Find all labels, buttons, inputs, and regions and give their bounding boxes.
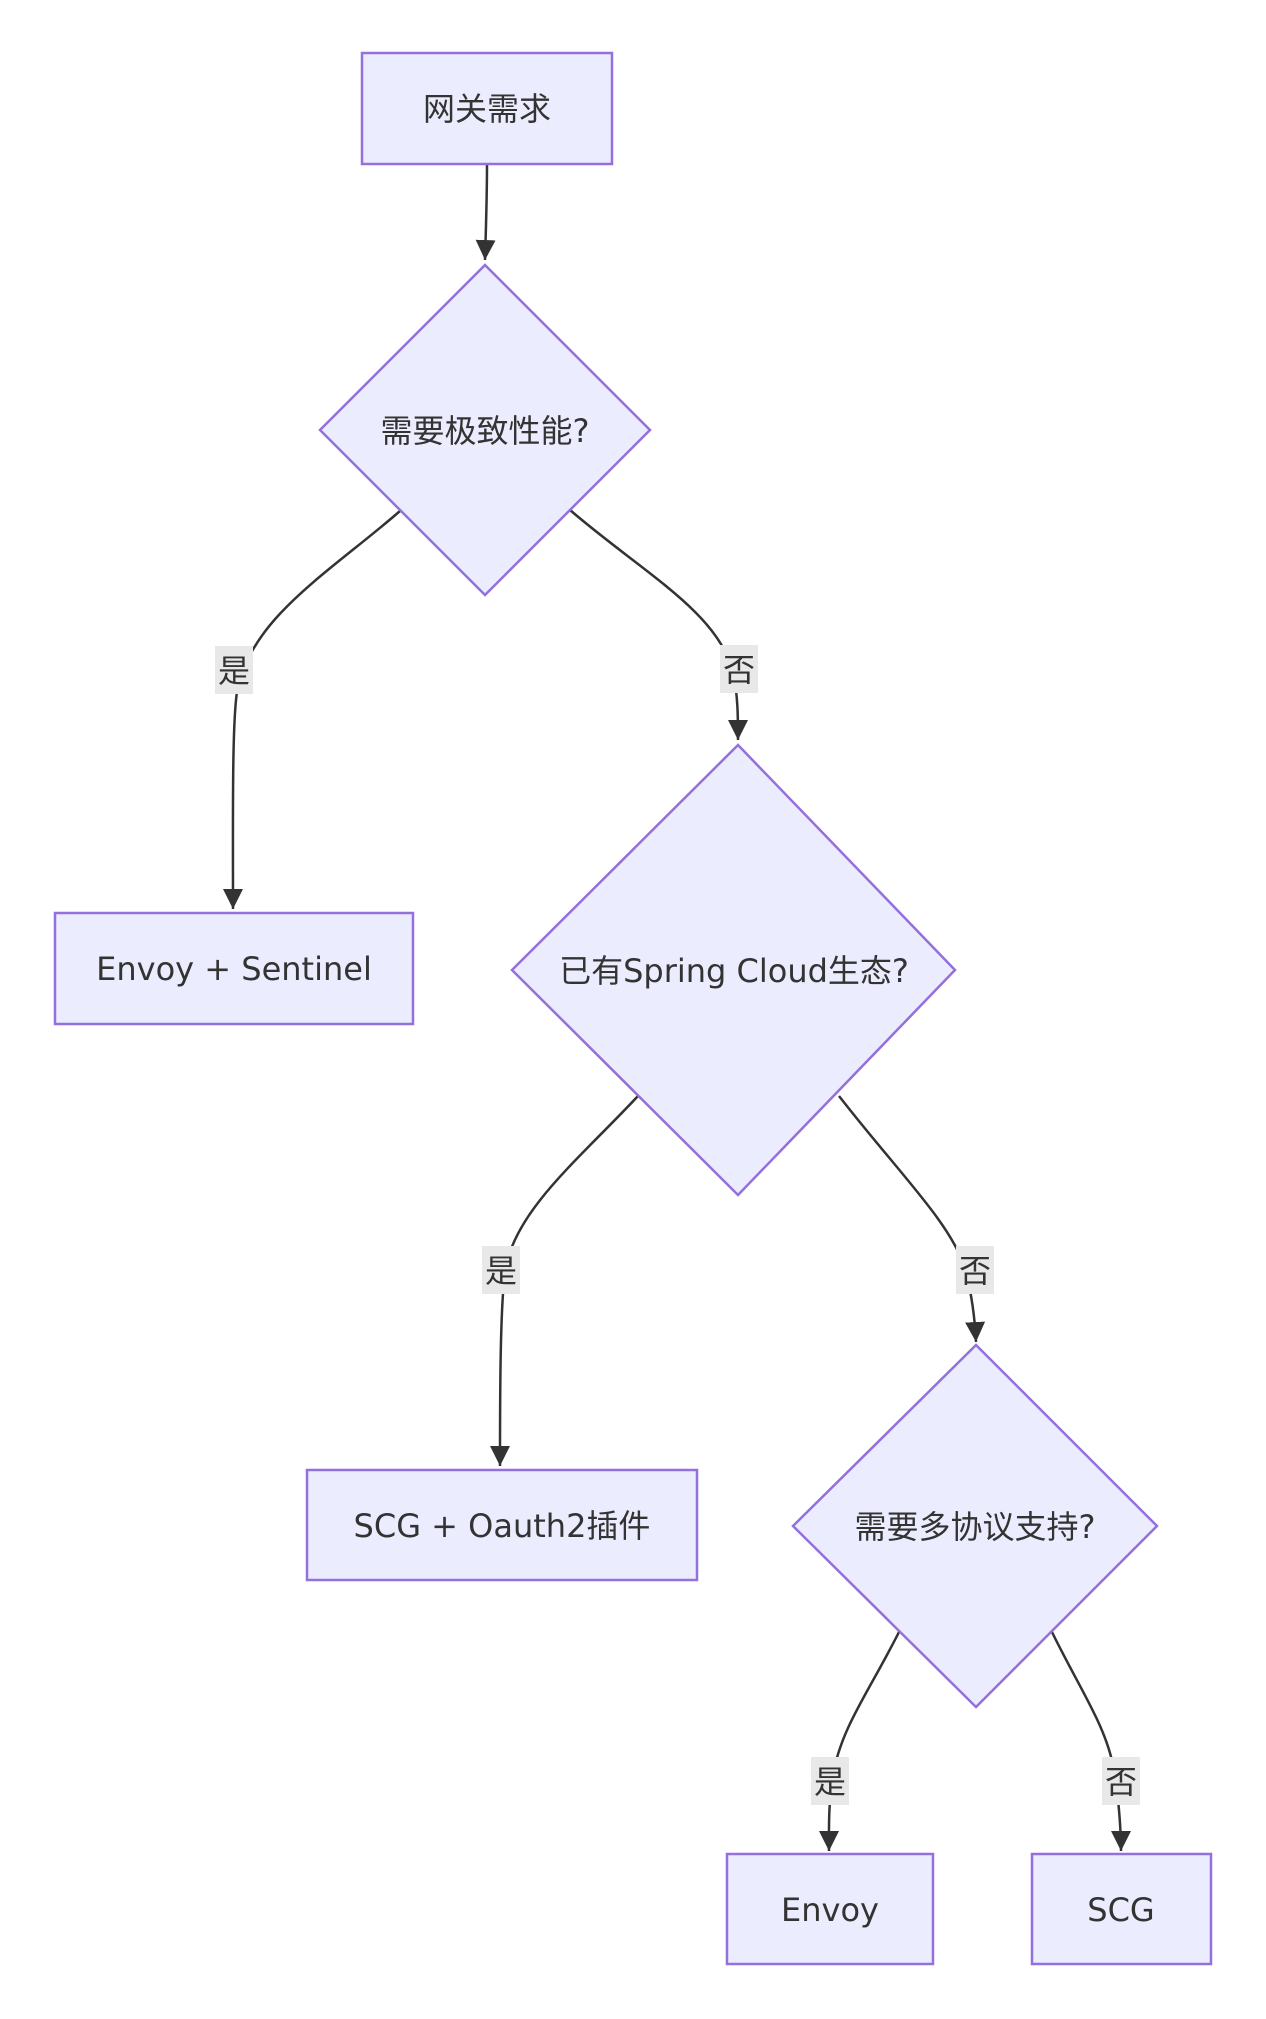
edge-labels-layer: 是 否 是 否 是 否 (215, 645, 1140, 1805)
node-rect (53, 911, 415, 1026)
edge-label-spring-yes: 是 (482, 1246, 520, 1294)
edge-label-spring-no: 否 (956, 1246, 994, 1294)
edge-performance-yes (222, 510, 401, 910)
node-label: Envoy (781, 1891, 879, 1929)
edge-label-multi-no: 否 (1102, 1757, 1140, 1805)
edge-label-text: 是 (485, 1252, 517, 1290)
edge-multi-no (1048, 1627, 1131, 1852)
node-envoy-sentinel: Envoy + Sentinel (53, 911, 415, 1026)
node-diamond-shape (318, 263, 652, 597)
node-scg-oauth2: SCG + Oauth2插件 (305, 1468, 699, 1582)
node-label: 需要多协议支持? (855, 1508, 1096, 1546)
node-label: SCG + Oauth2插件 (354, 1507, 651, 1545)
node-label: 已有Spring Cloud生态? (559, 952, 909, 990)
edge-label-bg (1102, 1757, 1140, 1805)
node-gateway-requirement: 网关需求 (360, 51, 614, 166)
edge-label-bg (215, 646, 253, 694)
edge-label-bg (811, 1757, 849, 1805)
edge-performance-no (569, 509, 748, 741)
node-label: 需要极致性能? (381, 412, 590, 450)
node-envoy: Envoy (725, 1852, 935, 1966)
node-rect (305, 1468, 699, 1582)
edge-label-text: 否 (723, 651, 755, 689)
edge-label-performance-no: 否 (720, 645, 758, 693)
nodes-layer: 网关需求 需要极致性能? Envoy + Sentinel 已有Spring C… (53, 51, 1213, 1966)
node-question-multi-protocol: 需要多协议支持? (791, 1343, 1159, 1709)
edge-label-text: 否 (959, 1252, 991, 1290)
node-label: Envoy + Sentinel (96, 950, 372, 988)
edge-label-bg (720, 645, 758, 693)
edge-label-text: 是 (814, 1763, 846, 1801)
node-scg: SCG (1030, 1852, 1213, 1966)
node-label: SCG (1087, 1891, 1154, 1929)
node-question-extreme-performance: 需要极致性能? (318, 263, 652, 597)
node-diamond-shape (791, 1343, 1159, 1709)
edge-start-to-performance (475, 163, 496, 261)
edge-multi-yes (818, 1629, 902, 1852)
node-diamond-shape (510, 743, 957, 1197)
edge-spring-no (838, 1095, 986, 1343)
edge-label-performance-yes: 是 (215, 646, 253, 694)
edge-label-text: 否 (1105, 1763, 1137, 1801)
node-rect (1030, 1852, 1213, 1966)
node-label: 网关需求 (423, 90, 551, 128)
edge-spring-yes (490, 1095, 639, 1467)
edge-label-text: 是 (218, 652, 250, 690)
node-question-spring-cloud: 已有Spring Cloud生态? (510, 743, 957, 1197)
node-rect (725, 1852, 935, 1966)
edge-label-bg (956, 1246, 994, 1294)
edge-label-multi-yes: 是 (811, 1757, 849, 1805)
node-rect (360, 51, 614, 166)
edge-label-bg (482, 1246, 520, 1294)
